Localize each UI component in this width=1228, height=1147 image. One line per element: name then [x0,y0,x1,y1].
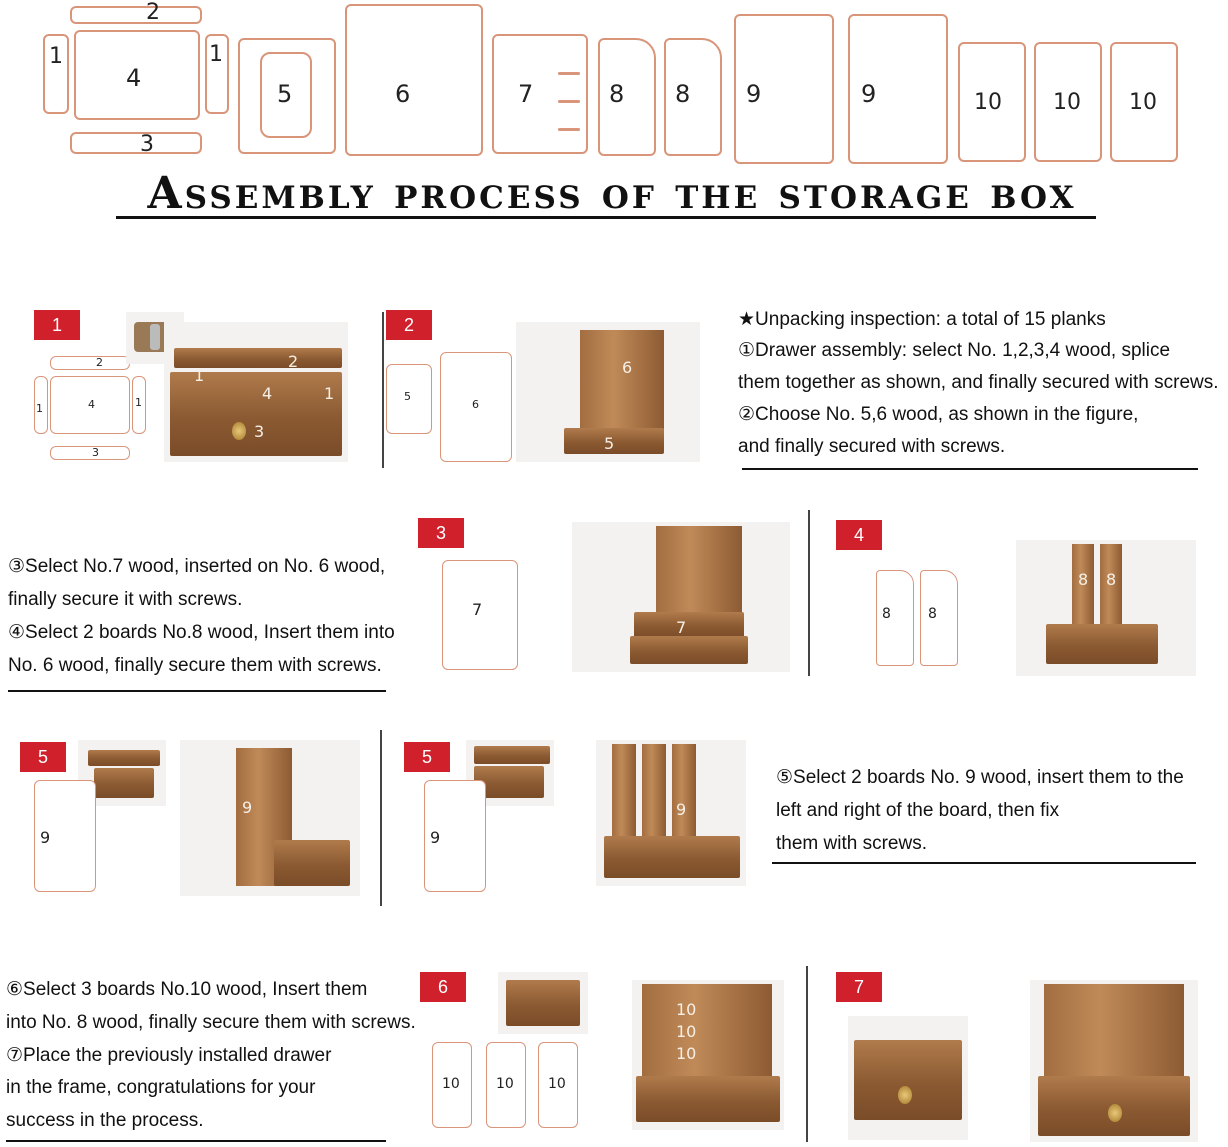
part-10b-label: 10 [1053,90,1081,115]
part-1-left-label: 1 [49,44,63,69]
step-7-badge: 7 [836,972,882,1002]
s1-wood-1: 1 [194,366,204,385]
instr-1-rule [742,468,1198,470]
instr-4-line-4: in the frame, congratulations for your [6,1071,315,1104]
step-7-drawer-photo [848,1016,968,1140]
step-5a-photo: 9 [180,740,360,896]
step-5b-photo: 9 [596,740,746,886]
s1-label-1b: 1 [135,396,142,409]
step-5b-badge: 5 [404,742,450,772]
instr-1-line-4: ②Choose No. 5,6 wood, as shown in the fi… [738,398,1138,431]
page-title: Assembly process of the storage box [92,168,1132,219]
part-4-label: 4 [126,64,141,92]
s5b-wood-9: 9 [676,800,686,819]
s5a-wood-9: 9 [242,798,252,817]
instr-4-line-1: ⑥Select 3 boards No.10 wood, Insert them [6,973,367,1006]
instr-2-line-3: ④Select 2 boards No.8 wood, Insert them … [8,616,395,649]
s3-wood-7: 7 [676,618,686,637]
s6-label-10b: 10 [496,1076,514,1092]
s1-label-1a: 1 [36,402,43,415]
instr-4-line-5: success in the process. [6,1104,203,1137]
step-6-photo: 10 10 10 [632,980,784,1130]
divider [382,312,384,468]
step-3-photo: 7 [572,522,790,672]
part-8b [664,38,722,156]
part-1-right-label: 1 [209,42,223,67]
step-6-badge: 6 [420,972,466,1002]
s2-wood-5: 5 [604,434,614,453]
s4-wood-8b: 8 [1106,570,1116,589]
instr-2-line-2: finally secure it with screws. [8,583,242,616]
instr-2-rule [8,690,386,692]
instr-2-line-4: No. 6 wood, finally secure them with scr… [8,649,382,682]
step-6-inset-photo [498,972,588,1034]
part-6 [345,4,483,156]
s6-wood-10c: 10 [676,1044,696,1063]
instr-1-line-2: ①Drawer assembly: select No. 1,2,3,4 woo… [738,334,1170,367]
s1-label-2: 2 [96,356,103,369]
part-2-label: 2 [146,0,160,25]
step-3-badge: 3 [418,518,464,548]
divider [380,730,382,906]
instr-3-line-1: ⑤Select 2 boards No. 9 wood, insert them… [776,761,1184,794]
step-2-badge: 2 [386,310,432,340]
s3-label-7: 7 [472,600,482,619]
instr-4-rule [6,1140,386,1142]
s4-wood-8a: 8 [1078,570,1088,589]
step-7-final-photo [1030,980,1198,1142]
part-5-label: 5 [277,80,292,108]
s4-label-8b: 8 [928,606,937,622]
divider [806,966,808,1142]
step-4-badge: 4 [836,520,882,550]
s1-wood-1b: 1 [324,384,334,403]
s6-label-10c: 10 [548,1076,566,1092]
instr-1-line-5: and finally secured with screws. [738,430,1005,463]
part-7 [492,34,588,154]
drawer-photo: 1 2 4 1 3 [164,322,348,462]
instr-2-line-1: ③Select No.7 wood, inserted on No. 6 woo… [8,550,385,583]
part-9b-label: 9 [861,80,876,108]
part-3 [70,132,202,154]
instr-1-line-1: ★Unpacking inspection: a total of 15 pla… [738,303,1106,336]
step-4-photo: 8 8 [1016,540,1196,676]
s6-label-10a: 10 [442,1076,460,1092]
step-2-photo: 6 5 [516,322,700,462]
part-7-label: 7 [518,80,533,108]
s5b-label-9: 9 [430,828,440,847]
instr-4-line-2: into No. 8 wood, finally secure them wit… [6,1006,416,1039]
part-10c-label: 10 [1129,90,1157,115]
part-9a-label: 9 [746,80,761,108]
part-2 [70,6,202,24]
instr-3-line-2: left and right of the board, then fix [776,794,1059,827]
step-1-badge: 1 [34,310,80,340]
part-8a-label: 8 [609,80,624,108]
s1-label-3: 3 [92,446,99,459]
part-10a-label: 10 [974,90,1002,115]
s4-label-8a: 8 [882,606,891,622]
s2-wood-6: 6 [622,358,632,377]
part-8a [598,38,656,156]
instr-1-line-3: them together as shown, and finally secu… [738,366,1219,399]
s1-label-4: 4 [88,398,95,411]
s6-wood-10b: 10 [676,1022,696,1041]
s1-wood-2: 2 [288,352,298,371]
s2-label-6: 6 [472,398,479,411]
instr-4-line-3: ⑦Place the previously installed drawer [6,1039,331,1072]
part-8b-label: 8 [675,80,690,108]
divider [808,510,810,676]
part-6-label: 6 [395,80,410,108]
step-5a-badge: 5 [20,742,66,772]
s5a-label-9: 9 [40,828,50,847]
title-underline [116,216,1096,219]
s1-wood-3: 3 [254,422,264,441]
instr-3-line-3: them with screws. [776,827,927,860]
part-3-label: 3 [140,132,154,157]
s6-wood-10a: 10 [676,1000,696,1019]
s1-wood-4: 4 [262,384,272,403]
s2-label-5: 5 [404,390,411,403]
instr-3-rule [772,862,1196,864]
